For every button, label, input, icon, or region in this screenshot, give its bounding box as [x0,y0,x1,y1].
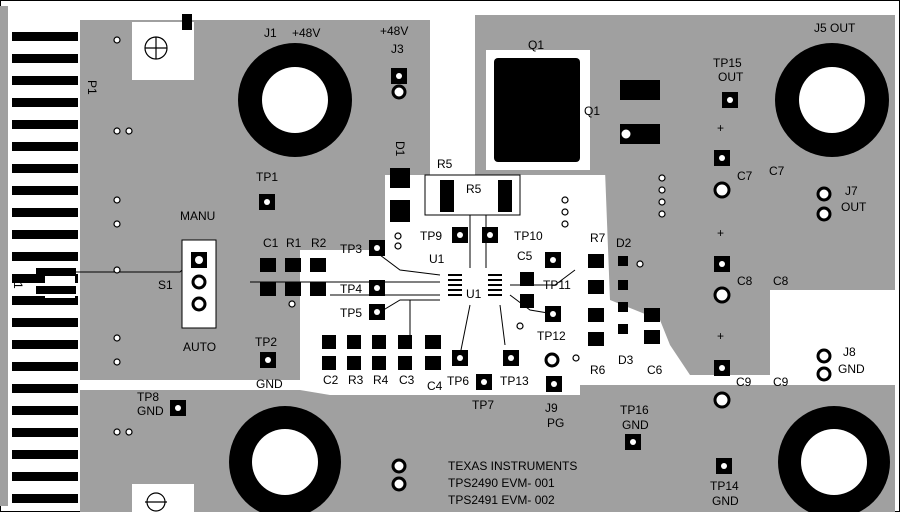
c1-label: C1 [263,236,279,250]
r5b-label: R5 [466,182,482,196]
plus-c8: + [717,226,724,240]
q1-package [486,50,660,170]
r1-label: R1 [286,236,302,250]
tp4-label: TP4 [340,282,362,296]
tp13-label: TP13 [500,374,529,388]
tp14-gnd: GND [712,494,739,508]
q1-label: Q1 [528,38,544,52]
j1-voltage: +48V [292,26,320,40]
tp15-out: OUT [718,70,744,84]
r5-shunt [424,174,521,216]
u1-label: U1 [429,252,445,266]
p1-edge-label: P1 [11,274,25,289]
c7b-label: C7 [769,164,785,178]
smd-pads [260,254,660,370]
c5-label: C5 [517,249,533,263]
j3-voltage: +48V [380,24,408,38]
d2-label: D2 [616,236,632,250]
switch-auto: AUTO [183,340,216,354]
mounting-marks [132,14,194,512]
j8-label: J8 [843,345,856,359]
c7-label: C7 [737,169,753,183]
c9b-label: C9 [773,375,789,389]
r2-label: R2 [311,236,327,250]
r5-label: R5 [437,157,453,171]
tp8-label: TP8 [137,390,159,404]
j5-label: J5 OUT [814,21,856,35]
tp16-label: TP16 [620,403,649,417]
j7-label: J7 [845,184,858,198]
terminal-rings [229,43,890,512]
c9-label: C9 [736,375,752,389]
d1-label: D1 [393,141,407,157]
j3-label: J3 [391,42,404,56]
footer-line2: TPS2490 EVM- 001 [448,476,555,490]
tp2-gnd: GND [256,377,283,391]
footer-line3: TPS2491 EVM- 002 [448,493,555,507]
u1-ic [440,272,510,302]
u1b-label: U1 [466,287,482,301]
s1-switch [181,239,217,329]
plus-c9: + [717,329,724,343]
j9-pg: PG [547,416,564,430]
tp15-label: TP15 [713,56,742,70]
tp1-label: TP1 [256,170,278,184]
plus-c7: + [717,121,724,135]
r3-label: R3 [348,373,364,387]
silkscreen: P1 P1 J1 +48V +48V J3 J5 OUT J7 OUT J8 G… [11,21,867,508]
c6-label: C6 [647,363,663,377]
j9-label: J9 [545,401,558,415]
c4-label: C4 [427,379,443,393]
c8-label: C8 [737,274,753,288]
tp5-label: TP5 [340,306,362,320]
j1-label: J1 [264,26,277,40]
footer-line1: TEXAS INSTRUMENTS [448,459,577,473]
d3-label: D3 [618,353,634,367]
tp14-label: TP14 [710,479,739,493]
r4-label: R4 [373,373,389,387]
tp9-label: TP9 [420,229,442,243]
switch-label: S1 [158,278,173,292]
j7-out: OUT [841,200,867,214]
tp6-label: TP6 [447,374,469,388]
tp11-label: TP11 [543,278,571,292]
tp7-label: TP7 [472,398,494,412]
c2-label: C2 [323,373,339,387]
switch-manu: MANU [180,209,215,223]
vias [113,36,666,436]
q1b-label: Q1 [584,104,600,118]
c8b-label: C8 [773,274,789,288]
test-pads [170,68,832,492]
p1-top-label: P1 [85,80,99,95]
r7-label: R7 [590,231,606,245]
r6-label: R6 [590,363,606,377]
tp2-label: TP2 [255,335,277,349]
tp12-label: TP12 [537,329,566,343]
d1-diode [390,168,410,222]
tp8-gnd: GND [137,404,164,418]
tp10-label: TP10 [514,229,543,243]
c3-label: C3 [399,373,415,387]
tp16-gnd: GND [622,418,649,432]
tp3-label: TP3 [340,242,362,256]
j8-gnd: GND [838,362,865,376]
